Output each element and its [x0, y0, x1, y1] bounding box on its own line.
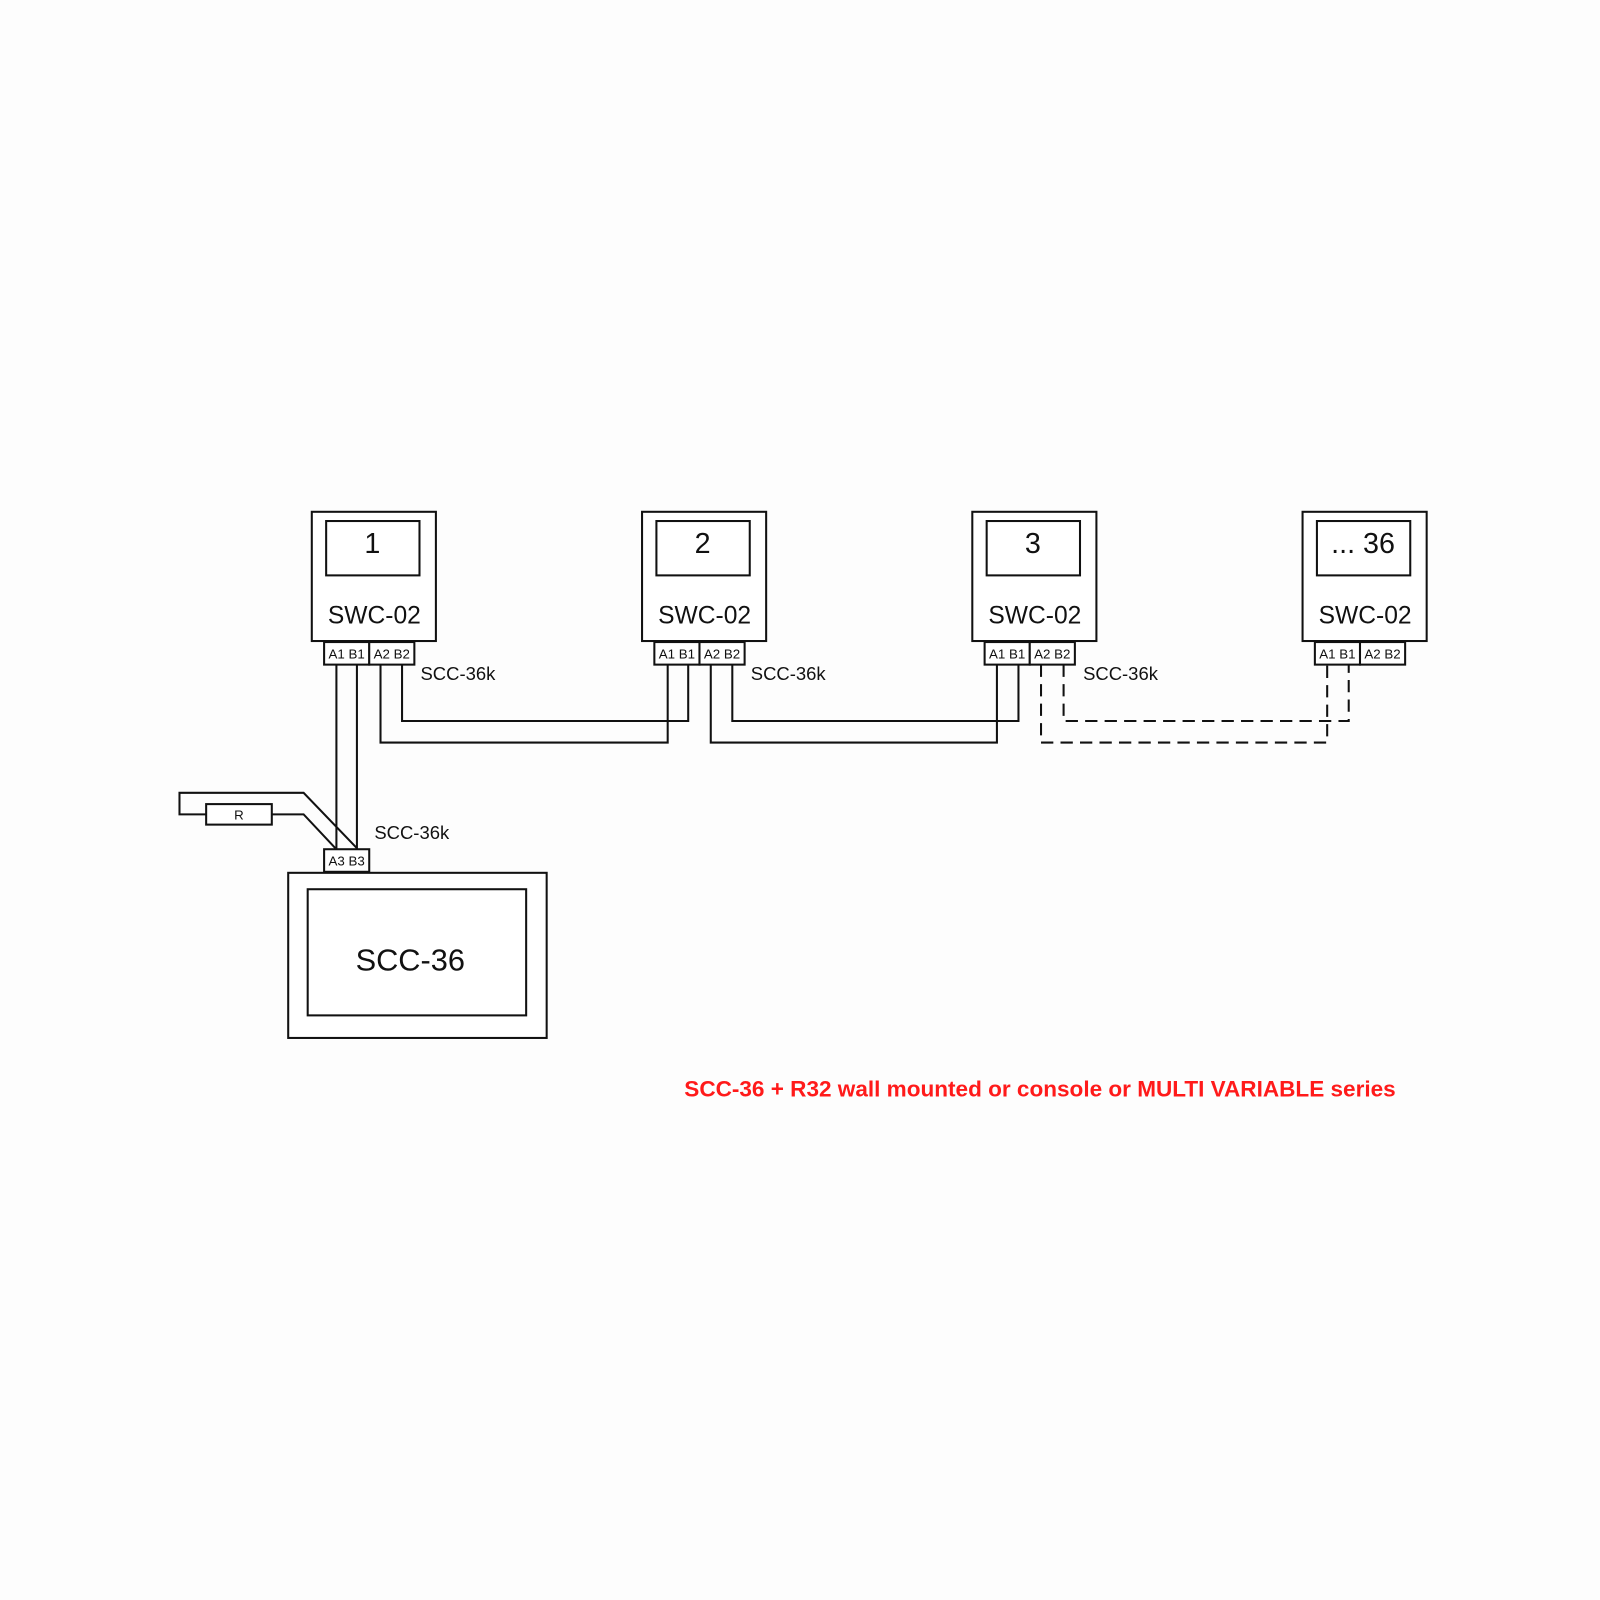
resistor-wire-upper	[178, 791, 358, 849]
unit-number: ... 36	[1331, 528, 1395, 560]
wire-a2-a1-2-3	[709, 664, 998, 744]
unit-number: 1	[364, 528, 380, 560]
unit-display	[655, 520, 751, 577]
resistor-label: R	[234, 807, 244, 822]
unit-number: 2	[695, 528, 711, 560]
terminal-block-right	[698, 641, 746, 666]
terminal-label-left: A1 B1	[329, 646, 365, 661]
unit-model: SWC-02	[1319, 603, 1412, 630]
controller-terminal-label: A3 B3	[329, 854, 365, 869]
terminal-label-left: A1 B1	[989, 646, 1025, 661]
terminal-label-right: A2 B2	[704, 646, 740, 661]
terminal-block-right	[368, 641, 416, 666]
unit-model: SWC-02	[988, 603, 1081, 630]
unit-36: ... 36 SWC-02 A1 B1 A2 B2	[1301, 510, 1428, 666]
terminal-label-left: A1 B1	[659, 646, 695, 661]
unit-display	[325, 520, 421, 577]
unit-1: 1 SWC-02 A1 B1 A2 B2 SCC-36k	[310, 510, 497, 684]
wire-b2-b1-3-36	[1062, 664, 1350, 723]
unit-number: 3	[1025, 528, 1041, 560]
terminal-block-right	[1028, 641, 1076, 666]
controller-label: SCC-36	[356, 942, 465, 977]
terminal-label-right: A2 B2	[1364, 646, 1400, 661]
cable-label: SCC-36k	[1083, 663, 1159, 684]
unit-model: SWC-02	[658, 603, 751, 630]
cable-label: SCC-36k	[421, 663, 497, 684]
controller-scc-36: SCC-36k A3 B3 SCC-36	[287, 822, 548, 1039]
unit-display	[1315, 520, 1412, 577]
unit-display	[985, 520, 1082, 577]
wire-a2-a1-1-2	[379, 664, 669, 744]
wire-b2-b1-1-2	[401, 664, 690, 723]
terminal-block-right	[1358, 641, 1407, 666]
caption: SCC-36 + R32 wall mounted or console or …	[684, 1076, 1395, 1101]
terminal-label-right: A2 B2	[374, 646, 410, 661]
wire-a2-a1-3-36	[1040, 664, 1329, 744]
terminal-label-left: A1 B1	[1319, 646, 1355, 661]
controller-cable-label: SCC-36k	[374, 822, 450, 843]
unit-model: SWC-02	[328, 603, 421, 630]
cable-label: SCC-36k	[751, 663, 827, 684]
unit-3: 3 SWC-02 A1 B1 A2 B2 SCC-36k	[971, 510, 1159, 684]
terminal-label-right: A2 B2	[1034, 646, 1070, 661]
wire-b2-b1-2-3	[731, 664, 1020, 723]
resistor-wire-lower	[271, 813, 337, 849]
unit-2: 2 SWC-02 A1 B1 A2 B2 SCC-36k	[641, 510, 827, 684]
resistor-icon	[205, 803, 273, 826]
controller-screen	[306, 888, 528, 1017]
